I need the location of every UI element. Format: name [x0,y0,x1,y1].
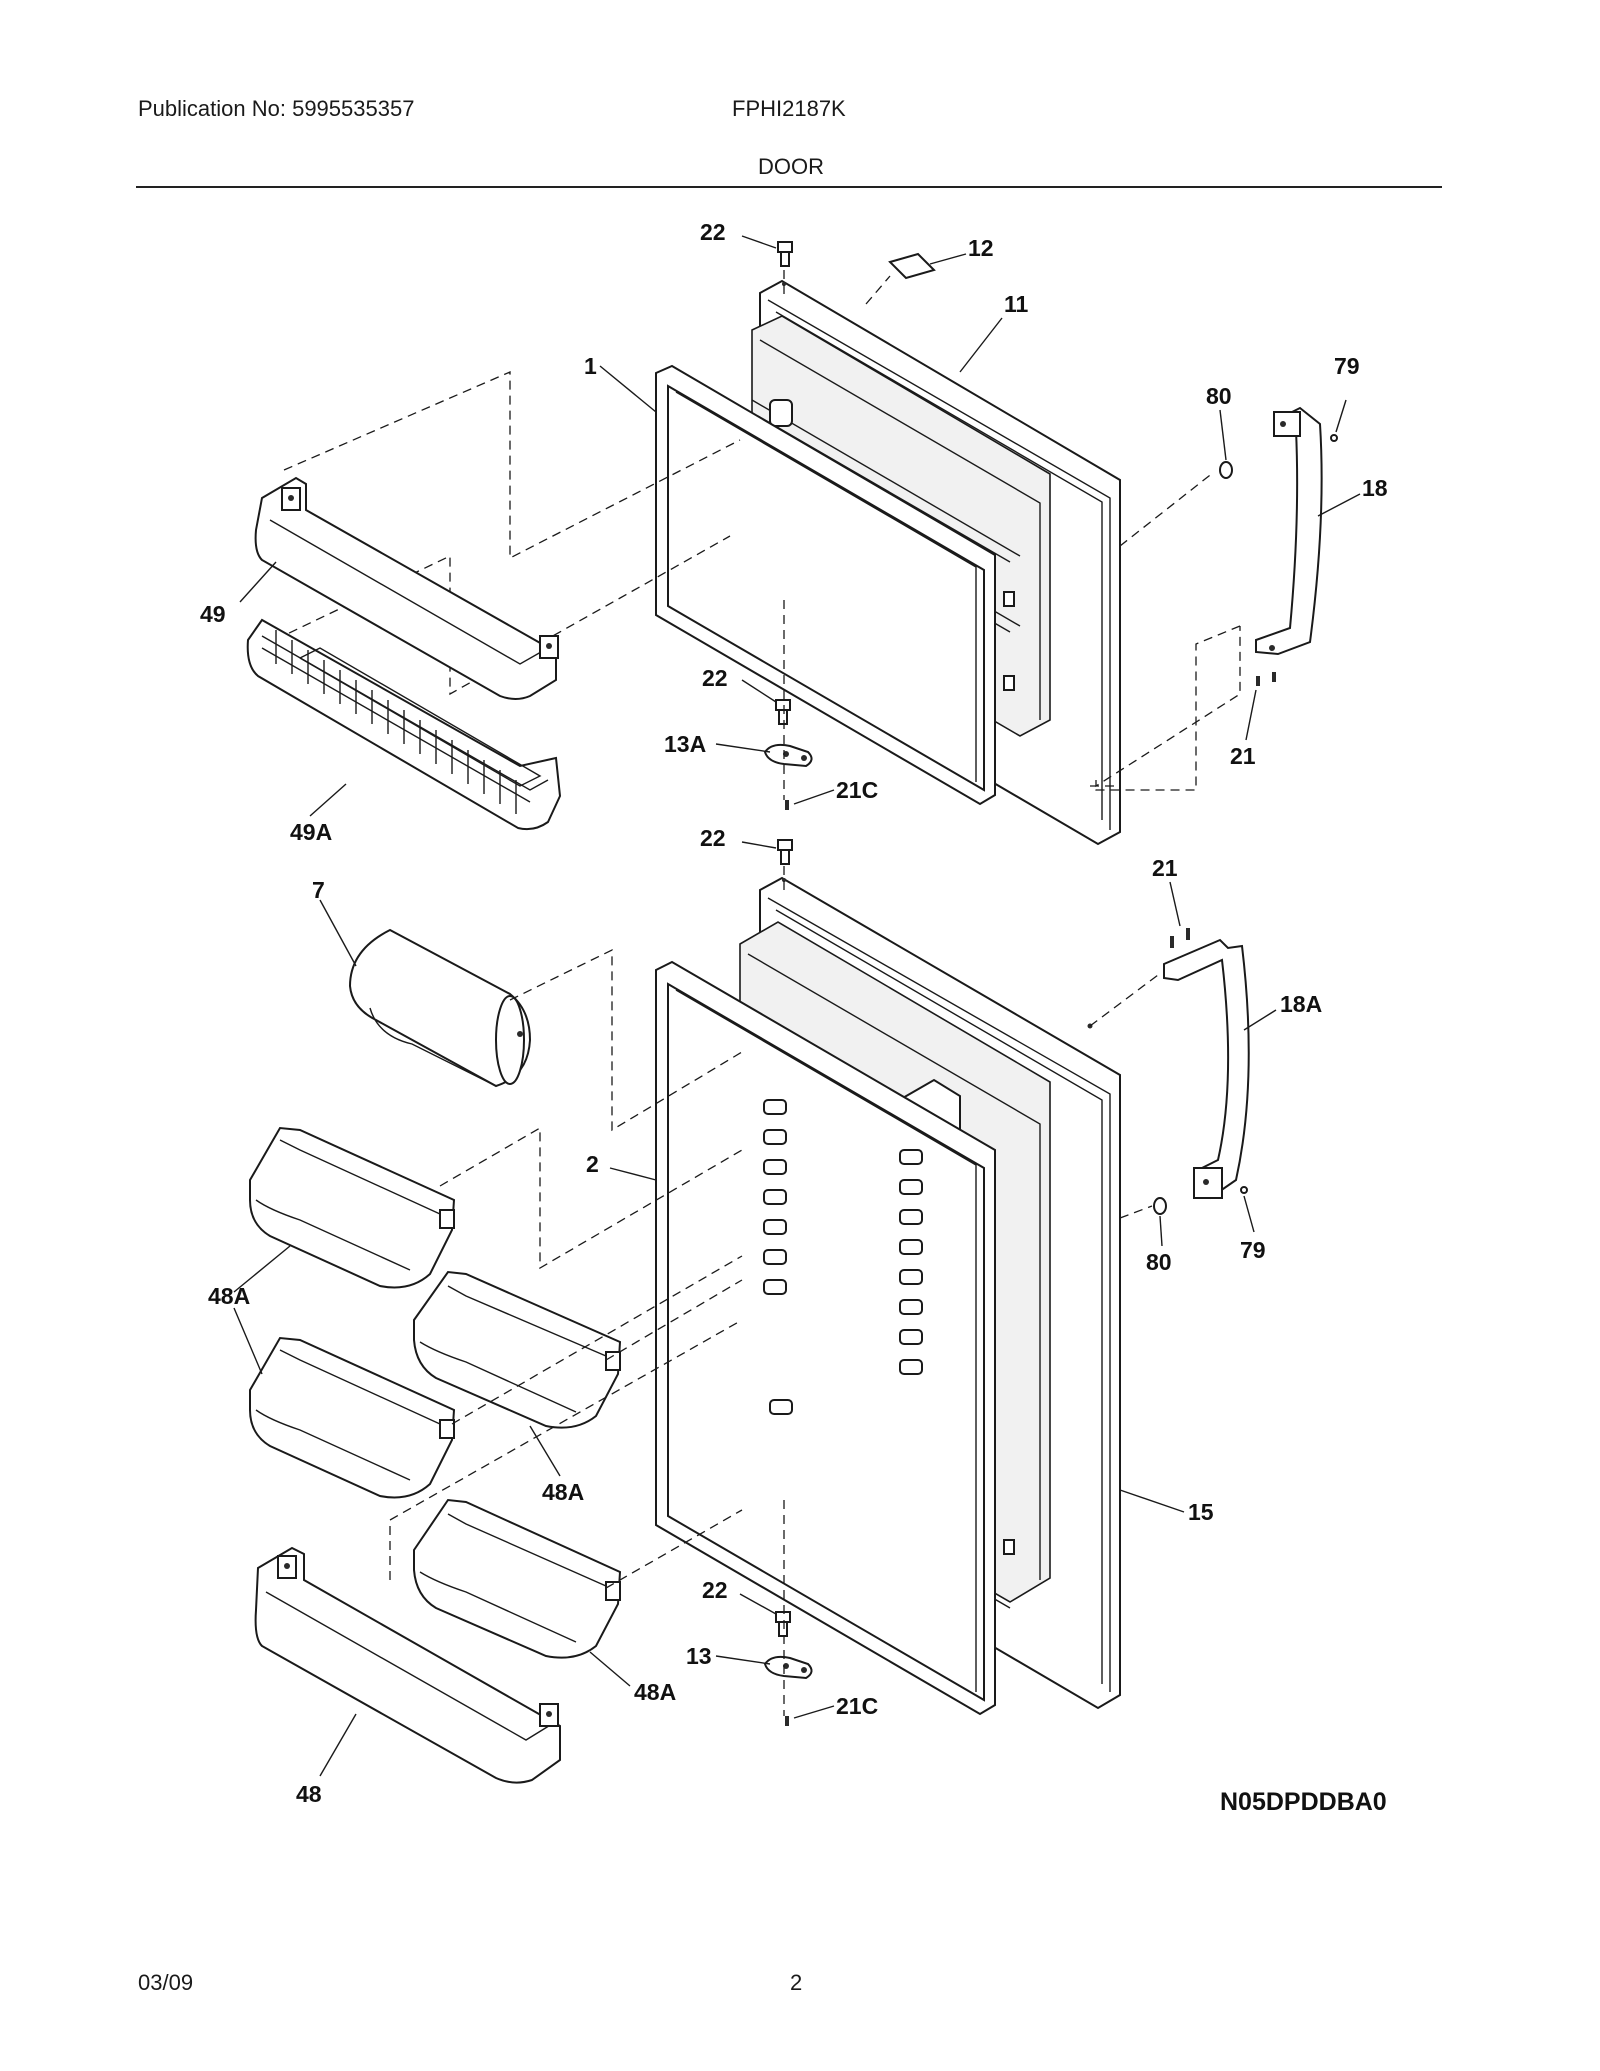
freezer-center-pin-22 [775,699,791,725]
part-labels: 22 12 11 1 80 79 18 49 22 13A 21C 21 49A… [200,219,1388,1816]
footer-date: 03/09 [138,1970,194,1995]
label-21-top: 21 [1230,743,1256,769]
label-48a-middle: 48A [542,1479,584,1505]
header-rule [136,186,1442,188]
plug-80-bottom [1153,1197,1167,1215]
door-bin-stops [763,1099,923,1415]
freezer-door-gasket [655,364,996,806]
label-21c-bottom: 21C [836,1693,878,1719]
ice-maker-label-12 [888,252,936,280]
label-49a: 49A [290,819,332,845]
label-48: 48 [296,1781,322,1807]
screw-79-bottom [1240,1186,1248,1194]
label-22-bottom: 22 [702,1577,728,1603]
label-13a: 13A [664,731,706,757]
label-80-top: 80 [1206,383,1232,409]
dairy-door-7 [348,928,532,1088]
screw-21c-bottom [785,1716,789,1726]
screw-21c-top [785,800,789,810]
handle-screws-21-bottom [1170,928,1190,948]
label-79-bottom: 79 [1240,1237,1266,1263]
top-hinge-pin-22 [777,241,793,286]
label-22-top: 22 [700,219,726,245]
diagram-code: N05DPDDBA0 [1220,1788,1387,1816]
label-2: 2 [586,1151,599,1177]
door-bin-48a-2 [413,1270,622,1429]
center-hinge-13a [763,743,813,768]
label-13: 13 [686,1643,712,1669]
label-12: 12 [968,235,994,261]
plug-80-top [1219,461,1233,479]
label-22-lower-top: 22 [700,825,726,851]
publication-number: Publication No: 5995535357 [138,96,415,121]
label-21c-top: 21C [836,777,878,803]
label-18: 18 [1362,475,1388,501]
label-22-center: 22 [702,665,728,691]
bottom-hinge-13 [763,1655,813,1680]
label-80-bottom: 80 [1146,1249,1172,1275]
label-49: 49 [200,601,226,627]
page-number: 2 [790,1970,803,1995]
wire-basket-49a [246,618,562,831]
model-number: FPHI2187K [732,96,846,121]
door-shelf-48 [254,1546,561,1784]
door-bin-48a-1 [249,1126,456,1289]
fresh-food-dashed-guides [389,866,1163,1716]
leader-lines [233,235,1361,1777]
label-11: 11 [1004,291,1029,317]
label-1: 1 [584,353,597,379]
fresh-food-top-pin-22 [777,839,793,882]
label-21-bottom: 21 [1152,855,1178,881]
bottom-pin-22 [775,1611,791,1637]
door-bin-48a-4 [413,1498,622,1659]
label-48a-bottom: 48A [634,1679,676,1705]
label-15: 15 [1188,1499,1214,1525]
label-7: 7 [312,877,325,903]
section-title: DOOR [758,154,824,179]
screw-79-top [1330,434,1338,442]
freezer-shelf-49 [254,476,559,700]
label-48a-left: 48A [208,1283,250,1309]
door-bin-48a-3 [249,1336,456,1499]
label-79-top: 79 [1334,353,1360,379]
handle-screws-21-top [1256,672,1276,686]
label-18a: 18A [1280,991,1322,1017]
freezer-handle-18 [1255,406,1323,656]
